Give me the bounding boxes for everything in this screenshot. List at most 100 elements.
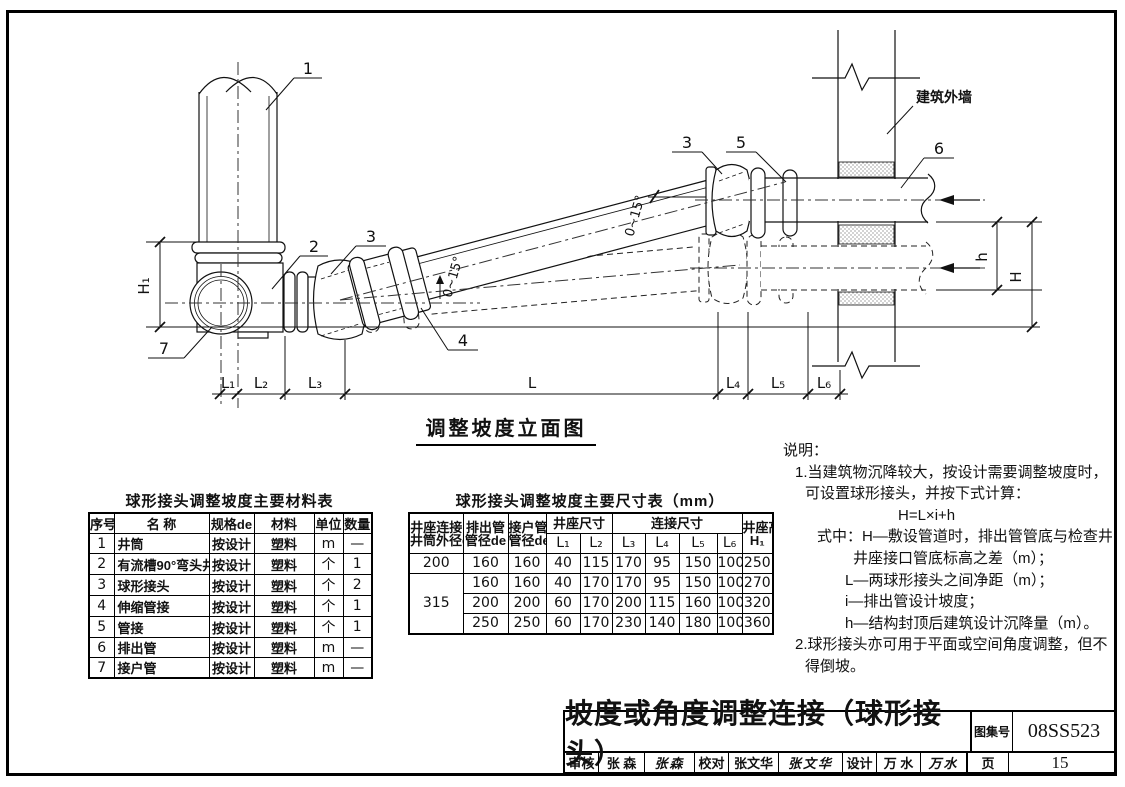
table-row: 6 排出管 按设计 塑料 m —	[88, 637, 373, 658]
col-header: 接户管 管径de	[507, 512, 547, 554]
col-header: 井座连接 井筒外径d	[408, 512, 464, 554]
proof-label: 校对	[695, 753, 729, 772]
part-labels: 1 2 3 4 3 5 6 7 建筑外墙	[148, 59, 972, 359]
dim-label-H: H	[1007, 271, 1025, 282]
cell: 320	[741, 593, 774, 614]
cell: 100	[716, 553, 743, 574]
cell: 180	[678, 613, 718, 635]
cell: 250	[741, 553, 774, 574]
table-row: 315 160 160 40 170 170 95 150 100 270	[408, 573, 774, 635]
notes-title: 说明：	[783, 442, 829, 459]
col-header: L₃	[611, 533, 646, 554]
materials-table-title: 球形接头调整坡度主要材料表	[125, 493, 334, 510]
note-line: 得倒坡。	[805, 657, 866, 675]
dim-label-L3: L₃	[308, 374, 322, 392]
design-signature: 万水	[921, 753, 968, 772]
table-header-row: 序号 名 称 规格de 材料 单位 数量	[88, 512, 373, 534]
title-block: 坡度或角度调整连接（球形接头） 图集号 08SS523 审核 张 森 张森 校对…	[563, 698, 1117, 774]
part-label-3: 3	[366, 227, 376, 246]
cell: 6	[88, 637, 115, 658]
cell: m	[313, 657, 344, 679]
cell: 115	[644, 593, 680, 614]
dim-label-L2: L₂	[254, 374, 268, 392]
header-line: 管径de	[508, 532, 546, 548]
cell: 315	[408, 573, 464, 635]
cell: 1	[342, 553, 373, 575]
note-formula: H=L×i+h	[898, 506, 956, 524]
col-header: 规格de	[208, 512, 255, 534]
note-line: i—排出管设计坡度；	[845, 593, 984, 611]
atlas-number: 08SS523	[1027, 720, 1101, 742]
cell: 个	[313, 553, 344, 575]
cell: 160	[507, 553, 547, 574]
part-label-5: 5	[736, 133, 746, 152]
header-line: 排出管	[465, 519, 505, 535]
cell: 塑料	[253, 553, 315, 575]
table-row: 200 200 60 170 200 115 160 100 320	[409, 593, 774, 614]
note-line: 可设置球形接头，并按下式计算：	[805, 485, 1031, 503]
cell: 170	[579, 573, 613, 594]
cell: 360	[741, 613, 774, 635]
cell: 1	[88, 533, 115, 554]
cell: 管接	[113, 616, 210, 638]
note-line: h—结构封顶后建筑设计沉降量（m）。	[845, 614, 1099, 632]
cell: 170	[579, 593, 613, 614]
cell: 按设计	[208, 533, 255, 554]
part-label-2: 2	[309, 237, 319, 256]
proof-name: 张文华	[729, 753, 779, 772]
header-line: 井座连接	[410, 519, 463, 535]
size-table: 井座连接 井筒外径d 排出管 管径de 接户管 管径de 井座尺寸 连接尺寸 井…	[408, 512, 775, 635]
dim-label-h: h	[973, 252, 991, 262]
cell: 按设计	[208, 595, 255, 617]
dim-label-L6: L₆	[817, 374, 831, 392]
cell: 塑料	[253, 595, 315, 617]
cell: 160	[507, 573, 547, 594]
table-row: 200 160 160 40 115 170 95 150 100 250	[408, 553, 774, 574]
cell: 排出管	[113, 637, 210, 658]
header-line: 井筒外径d	[410, 532, 463, 548]
cell: 伸缩管接	[113, 595, 210, 617]
header-line: 接户管	[508, 519, 546, 535]
cell: 250	[462, 613, 509, 635]
cell: 250	[507, 613, 547, 635]
table-row: 7 接户管 按设计 塑料 m —	[88, 657, 373, 679]
cell: 2	[342, 574, 373, 596]
notes-section: 说明： 1.当建筑物沉降较大，按设计需要调整坡度时， 可设置球形接头，并按下式计…	[783, 440, 1117, 678]
cell: 230	[611, 613, 646, 635]
col-header: L₅	[678, 533, 718, 554]
cell: 1	[342, 616, 373, 638]
discharge-assembly	[705, 163, 936, 239]
table-row: 3 球形接头 按设计 塑料 个 2	[88, 574, 373, 596]
cell: 200	[462, 593, 509, 614]
header-line: H₁	[749, 532, 765, 548]
cell: 接户管	[113, 657, 210, 679]
cell: 3	[88, 574, 115, 596]
dim-label-L1: L₁	[221, 374, 235, 392]
cell: 60	[545, 613, 581, 635]
dim-label-L5: L₅	[771, 374, 785, 392]
col-header: 井座高 H₁	[741, 512, 774, 554]
cell: 球形接头	[113, 574, 210, 596]
wall-break-top	[812, 62, 920, 92]
design-name: 万 水	[877, 753, 921, 772]
part-label-7: 7	[159, 339, 169, 358]
flow-arrows	[939, 195, 980, 273]
cell: 40	[545, 553, 581, 574]
cell: 200	[507, 593, 547, 614]
cell: 160	[678, 593, 718, 614]
cell: 1	[342, 595, 373, 617]
review-signature: 张森	[645, 753, 695, 772]
cell: 150	[678, 573, 718, 594]
cell: 塑料	[253, 637, 315, 658]
cell: 塑料	[253, 574, 315, 596]
col-header: L₆	[716, 533, 743, 554]
wall-break-bottom	[812, 350, 920, 380]
cell: 115	[579, 553, 613, 574]
col-header: 排出管 管径de	[462, 512, 509, 554]
page-number: 15	[1051, 752, 1069, 772]
pipe-break	[920, 173, 936, 224]
building-wall	[812, 30, 920, 380]
angle-arrow-icon	[436, 275, 444, 284]
dim-label-L4: L₄	[726, 374, 740, 392]
seat-coupling-ring	[296, 271, 309, 333]
